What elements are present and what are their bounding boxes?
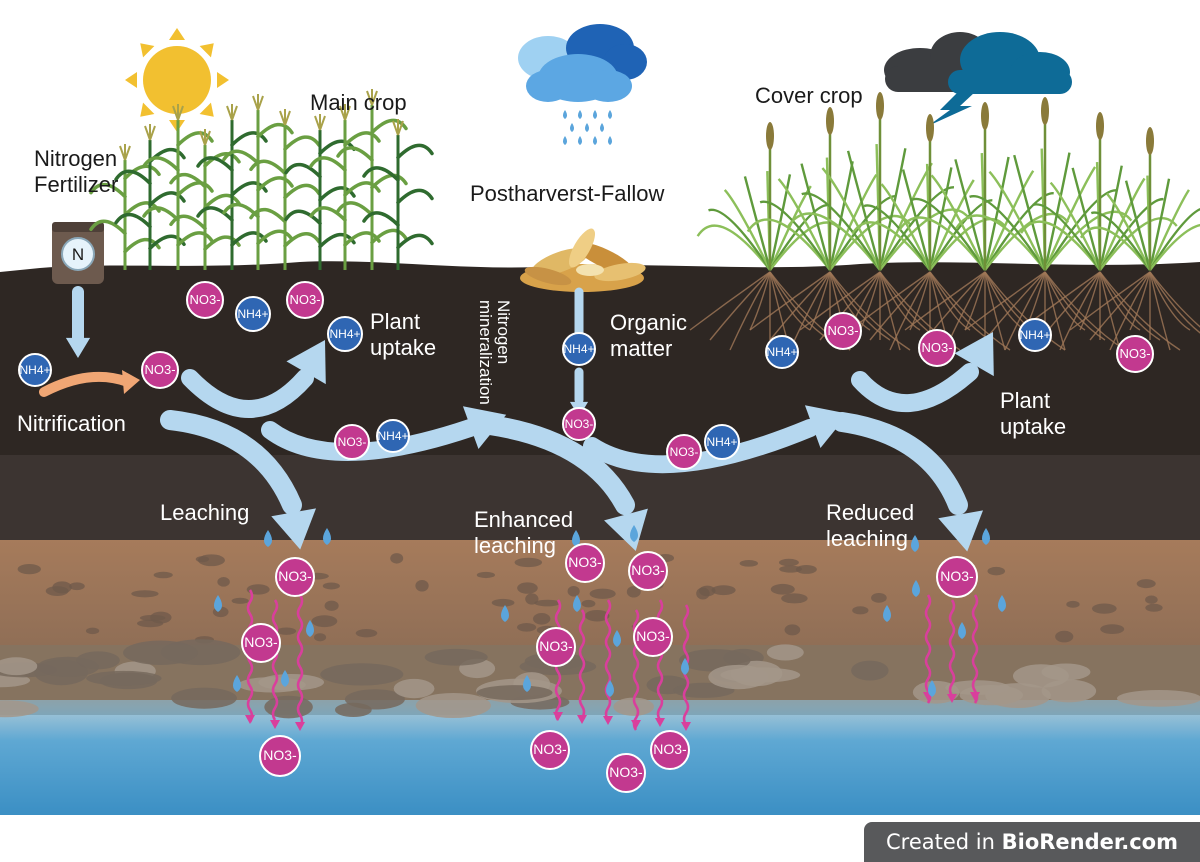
groundwater-layer [0,700,1200,815]
water-drops [214,525,1006,697]
svg-text:NO3-: NO3- [921,340,952,355]
nitrate-ion: NO3- [275,557,315,597]
main-crop-label: Main crop [310,90,407,115]
biorender-badge[interactable]: Created in BioRender.com [864,822,1200,862]
svg-text:NO3-: NO3- [827,323,858,338]
svg-text:NO3-: NO3- [631,562,665,578]
svg-text:NH4+: NH4+ [237,307,268,321]
nitrogen-fertilizer-label: Nitrogen Fertilizer [34,146,119,197]
svg-text:NO3-: NO3- [278,568,312,584]
nitrate-ion: NO3- [666,434,702,470]
pebbles [0,553,1200,719]
main-crop-plants [89,89,434,270]
svg-text:NH4+: NH4+ [377,429,408,443]
storm-cloud-icon [884,32,1072,126]
svg-text:NO3-: NO3- [653,741,687,757]
nitrate-ion: NO3- [565,543,605,583]
plant-uptake-left-label: Plant uptake [370,309,437,360]
svg-text:NO3-: NO3- [609,764,643,780]
sun-icon [125,28,229,132]
nitrate-ion: NO3- [606,753,646,793]
svg-text:NO3-: NO3- [263,747,297,763]
svg-text:NH4+: NH4+ [19,363,50,377]
nitrate-ion: NO3- [141,351,179,389]
crop-residue-icon [520,228,646,292]
nitrate-ion: NO3- [530,730,570,770]
svg-text:NO3-: NO3- [144,362,175,377]
svg-text:NO3-: NO3- [539,638,573,654]
nitrate-ion: NO3- [650,730,690,770]
ion-markers: NO3- NO3- NO3- NO3- NO3- NO3- NO3- NO3- NO3- NO3-… [18,281,1154,793]
nitrate-ion: NO3- [628,551,668,591]
nitrate-ion: NO3- [334,424,370,460]
nitrate-ion: NO3- [1116,335,1154,373]
svg-text:NO3-: NO3- [289,292,320,307]
nitrate-ion: NO3- [562,407,596,441]
svg-text:NO3-: NO3- [338,435,367,449]
reduced-leaching-label: Reduced leaching [826,500,915,551]
svg-text:NH4+: NH4+ [706,435,737,449]
nitrate-ion: NO3- [536,627,576,667]
svg-text:NO3-: NO3- [244,634,278,650]
nitrate-ion: NO3- [286,281,324,319]
leaching-label: Leaching [160,500,250,525]
nitrogen-mineralization-label: Nitrogen mineralization [476,300,513,405]
svg-text:NO3-: NO3- [189,292,220,307]
nitrate-ion: NO3- [186,281,224,319]
svg-text:NO3-: NO3- [568,554,602,570]
svg-text:NH4+: NH4+ [329,327,360,341]
badge-name: BioRender.com [1001,830,1178,854]
plant-uptake-right-label: Plant uptake [1000,388,1067,439]
svg-text:NO3-: NO3- [636,628,670,644]
rain-cloud-icon [518,24,647,145]
svg-text:NO3-: NO3- [670,445,699,459]
ammonium-ion: NH4+ [1018,318,1052,352]
enhanced-leaching-label: Enhanced leaching [474,507,574,558]
ammonium-ion: NH4+ [235,296,271,332]
svg-text:NH4+: NH4+ [766,345,797,359]
nitrate-ion: NO3- [824,312,862,350]
nitrate-ion: NO3- [936,556,978,598]
postharvest-fallow-label: Postharverst-Fallow [470,181,665,206]
ammonium-ion: NH4+ [562,332,596,366]
nitrate-ion: NO3- [918,329,956,367]
svg-text:NH4+: NH4+ [1019,328,1050,342]
ammonium-ion: NH4+ [704,424,740,460]
ammonium-ion: NH4+ [765,335,799,369]
organic-matter-label: Organic matter [610,310,688,361]
ammonium-ion: NH4+ [376,419,410,453]
fertilizer-bag-letter: N [72,245,84,264]
nitrate-ion: NO3- [241,623,281,663]
nitrate-ion: NO3- [259,735,301,777]
svg-text:NO3-: NO3- [1119,346,1150,361]
badge-prefix: Created in [886,830,1002,854]
ammonium-ion: NH4+ [327,316,363,352]
svg-text:NO3-: NO3- [940,568,974,584]
fertilizer-bag-icon: N [52,222,104,284]
nitrate-ion: NO3- [633,617,673,657]
svg-text:NO3-: NO3- [565,417,594,431]
cover-crop-label: Cover crop [755,83,863,108]
svg-text:NH4+: NH4+ [563,342,594,356]
lightning-icon [928,92,975,126]
svg-text:NO3-: NO3- [533,741,567,757]
nitrification-label: Nitrification [17,411,126,436]
soil-layers [0,261,1200,815]
ammonium-ion: NH4+ [18,353,52,387]
